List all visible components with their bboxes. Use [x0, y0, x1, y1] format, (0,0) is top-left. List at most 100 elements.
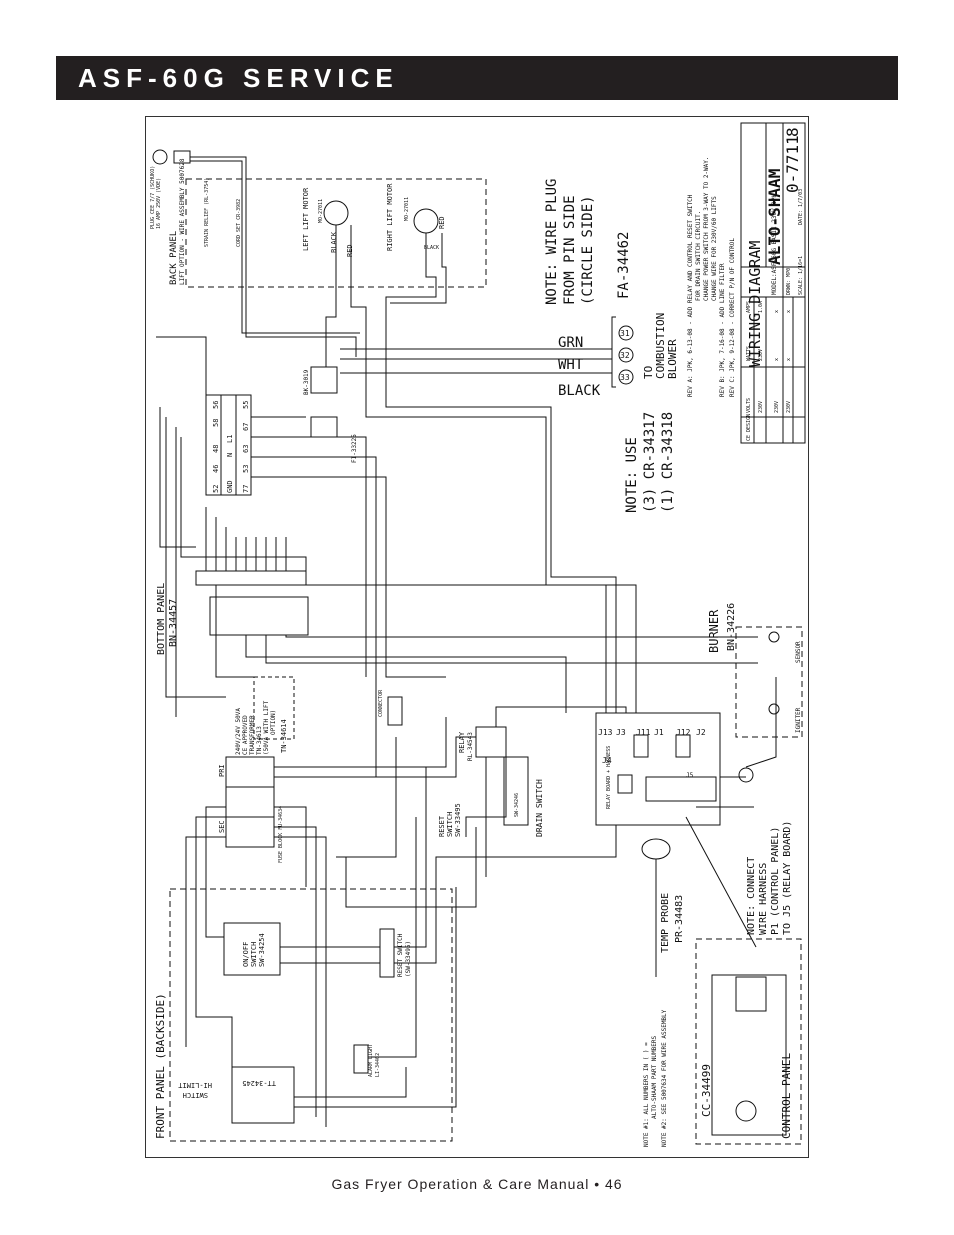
page-title: ASF-60G SERVICE — [78, 63, 399, 93]
hi-limit-pn: TT-34245 — [242, 1079, 276, 1087]
pin-33: 33 — [620, 373, 630, 382]
note-connect-1: NOTE: CONNECT — [746, 857, 757, 935]
wiring-diagram: WIRING DIAGRAM ALTO-SHAAM 0-7711 8 MODEL… — [150, 122, 806, 1147]
note-use-2: (3) CR-34317 — [642, 412, 658, 513]
back-panel-label: BACK PANEL — [169, 231, 179, 285]
transformer-1: 240V/24V 50VA — [235, 708, 242, 755]
front-panel-label: FRONT PANEL (BACKSIDE) — [154, 993, 167, 1139]
cell-r3c3: x — [786, 310, 792, 313]
block-left-1: 52 — [212, 485, 220, 493]
plug-amp-label: 16 AMP 250V (VDE) — [156, 178, 162, 229]
rev-c: REV C: JPK, 9-12-08 - CORRECT P/N OF CON… — [729, 238, 736, 397]
wiring-diagram-frame: WIRING DIAGRAM ALTO-SHAAM 0-7711 8 MODEL… — [145, 116, 809, 1158]
plug-part-number: FA-34462 — [616, 232, 632, 299]
control-pn: CC-34499 — [700, 1064, 713, 1117]
pin-31: 31 — [620, 329, 630, 338]
jack-j2: J2 — [696, 728, 706, 737]
control-board — [711, 974, 787, 1136]
on-off-3: SW-34254 — [258, 933, 266, 967]
to-blower-3: BLOWER — [666, 339, 679, 379]
title-block-scale: SCALE: 1/16=1 — [798, 256, 804, 295]
transformer-5: (50VA WITH LIFT — [263, 700, 270, 755]
relay-pn: RL-34543 — [467, 732, 474, 761]
jack-j5: J5 — [686, 772, 694, 779]
front-panel-box — [169, 888, 453, 1142]
right-lift-pn: MO-27011 — [404, 197, 410, 221]
pri-label: PRI — [218, 764, 226, 777]
fuse-block-label: FUSE BLOCK FU-34634 — [278, 806, 284, 863]
title-block-drawn: DRWN: MP0 — [786, 268, 792, 295]
burner-label: BURNER — [707, 609, 721, 653]
grn-label: GRN — [558, 335, 583, 351]
bottom-panel-pn: BN-34457 — [168, 599, 179, 647]
control-panel-box — [695, 938, 802, 1145]
cord-set-label: CORD SET CR-3982 — [236, 199, 242, 247]
reset-switch-3: SW-33495 — [454, 803, 462, 837]
relay-label: RELAY — [458, 731, 466, 753]
strain-relief-label: STRAIN RELIEF (RL-3754) — [204, 178, 210, 247]
header-bar: ASF-60G SERVICE — [56, 56, 898, 100]
cell-r1c3: 1.0A — [758, 301, 764, 313]
back-panel-box — [185, 178, 487, 288]
bottom-panel-label: BOTTOM PANEL — [156, 583, 167, 655]
cell-r1c2: 230V — [758, 349, 764, 361]
note-2: NOTE #2: SEE 5007634 FOR WIRE ASSEMBLY — [661, 1009, 668, 1147]
title-block-drawing-number: 0-7711 — [783, 135, 802, 193]
block-right-2: 53 — [242, 465, 250, 473]
note-wire-plug-1: NOTE: WIRE PLUG — [544, 179, 560, 305]
block-label-l1: L1 — [226, 435, 234, 443]
burner-box — [735, 626, 803, 738]
transformer-2: CE APPROVED — [242, 715, 249, 755]
alarm-light-2: LI-34462 — [375, 1053, 381, 1077]
relay-board — [595, 712, 721, 826]
hi-limit-switch — [231, 1066, 295, 1124]
note-connect-2: WIRE HARNESS — [758, 863, 769, 935]
block-right-5: 55 — [242, 401, 250, 409]
wht-label: WHT — [558, 357, 584, 373]
note-1b: ALTO-SHAAM PART NUMBERS — [651, 1036, 658, 1119]
terminal-pn: BK-3019 — [303, 369, 310, 395]
drain-switch-pn: SW-34246 — [514, 793, 520, 817]
sec-label: SEC — [218, 820, 226, 833]
rev-a: REV A: JPK, 6-13-08 - ADD RELAY AND CONT… — [687, 194, 694, 397]
right-lift-red: RED — [438, 216, 446, 229]
connector-label: CONNECTOR — [378, 689, 384, 717]
to-blower-1: TO — [642, 366, 655, 379]
rev-a2: FOR DRAIN SWITCH CIRCUIT. — [695, 211, 702, 301]
jack-j11: J11 — [636, 728, 651, 737]
transformer-3: TRANSFORMER — [249, 715, 256, 755]
title-block-suffix: 8 — [783, 127, 802, 137]
cell-r1c1: 230V — [758, 401, 764, 413]
left-lift-red: RED — [346, 244, 354, 257]
note-use-1: NOTE: USE — [624, 437, 640, 513]
jack-j1: J1 — [654, 728, 664, 737]
note-wire-plug-3: (CIRCLE SIDE) — [580, 195, 596, 305]
title-block-title: WIRING DIAGRAM — [746, 241, 764, 367]
col-header-volts: VOLTS — [746, 398, 752, 413]
block-left-5: 56 — [212, 401, 220, 409]
note-use-3: (1) CR-34318 — [660, 412, 676, 513]
transformer-4: TN-34613 — [256, 726, 263, 755]
block-label-n: N — [226, 453, 234, 457]
left-lift-pn: MO-27011 — [318, 199, 324, 223]
plug-label: PLUG CEE 7/7 (SCHUKO) — [150, 166, 156, 229]
rev-a4: CHANGE WIRE FOR 230V/60 LIFTS — [711, 196, 718, 301]
block-right-4: 67 — [242, 423, 250, 431]
title-block-date: DATE: 1/7/03 — [798, 189, 804, 225]
on-off-1: ON/OFF — [242, 942, 250, 967]
on-off-2: SWITCH — [250, 942, 258, 967]
reset2-2: (SW-33495) — [405, 941, 412, 977]
transformer-7: TN-34614 — [280, 719, 288, 753]
cell-r2c3: x — [774, 310, 780, 313]
to-blower-2: COMBUSTION — [654, 313, 667, 379]
jack-j13: J13 — [598, 728, 613, 737]
cell-r2c1: 230V — [774, 401, 780, 413]
transformer-6: OPTION) — [270, 710, 277, 735]
title-block-design: CE DESIGN — [746, 414, 752, 441]
reset2-1: RESET SWITCH — [397, 933, 404, 977]
jack-j3: J3 — [616, 728, 626, 737]
hi-limit-2: SWITCH — [183, 1091, 208, 1099]
right-lift-label: RIGHT LIFT MOTOR — [386, 183, 394, 251]
temp-probe-pn: PR-34483 — [674, 895, 685, 943]
right-lift-black: BLACK — [424, 245, 439, 251]
